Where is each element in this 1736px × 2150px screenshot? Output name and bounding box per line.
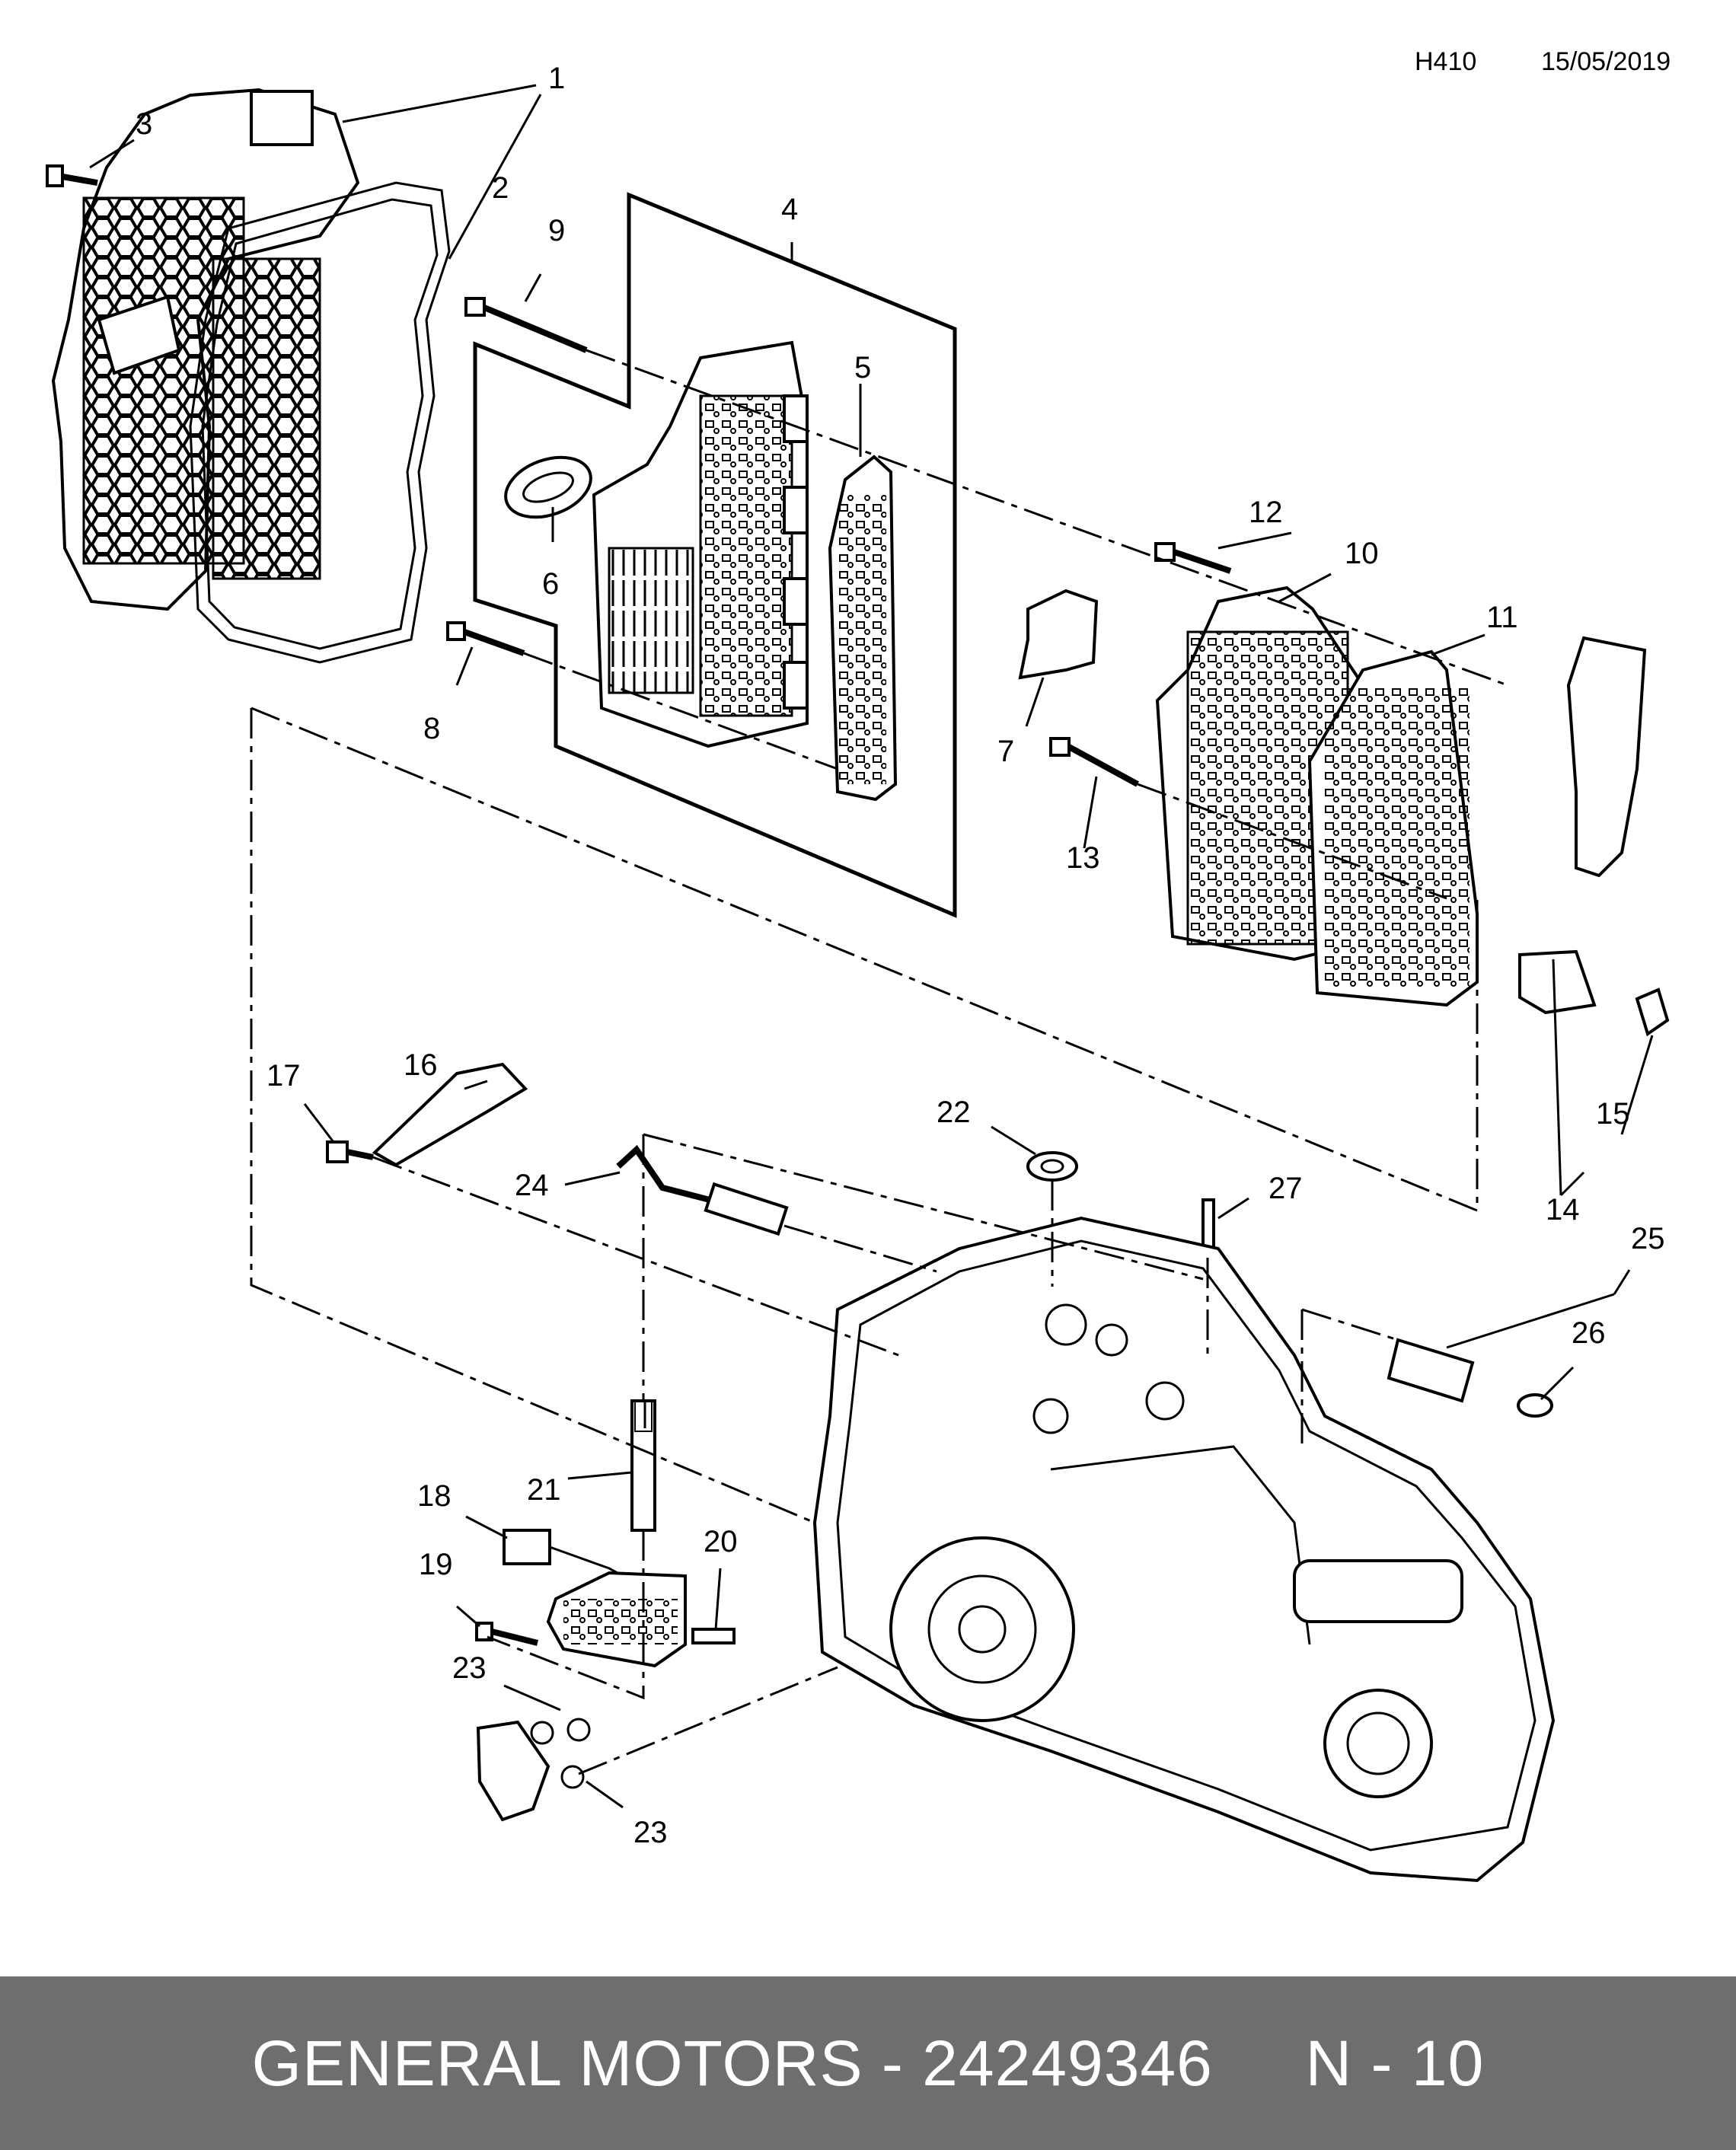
part-1-cover <box>51 88 360 611</box>
callout-26: 26 <box>1572 1316 1606 1350</box>
callout-24: 24 <box>515 1169 549 1202</box>
range-switch <box>546 1571 687 1668</box>
part-26-clip <box>1517 1393 1553 1418</box>
callout-3: 3 <box>136 107 152 141</box>
part-9-bolt <box>464 297 588 353</box>
callout-23-lower: 23 <box>633 1816 668 1849</box>
callout-23-upper: 23 <box>452 1651 487 1685</box>
callout-labels: 1 2 3 4 5 6 7 8 9 10 11 12 13 14 15 16 1… <box>136 62 1665 1849</box>
part-5-plate <box>828 455 898 802</box>
callout-11: 11 <box>1486 601 1518 634</box>
part-24-tube <box>616 1144 789 1236</box>
solenoid-valve-body <box>592 340 809 748</box>
transmission-case <box>812 1216 1556 1883</box>
part-16-lever <box>372 1062 528 1167</box>
part-2-gasket <box>189 181 451 664</box>
callout-21: 21 <box>527 1473 561 1507</box>
part-19-bolt <box>475 1622 538 1646</box>
part-21-shaft <box>630 1399 656 1532</box>
callout-13: 13 <box>1066 841 1100 875</box>
exploded-parts-diagram: H410 15/05/2019 <box>46 47 1671 1883</box>
callout-7: 7 <box>997 735 1014 768</box>
callout-14: 14 <box>1546 1193 1580 1227</box>
callout-2: 2 <box>492 171 509 205</box>
callout-8: 8 <box>423 712 440 745</box>
part-3-bolt <box>46 164 98 187</box>
callout-10: 10 <box>1345 537 1379 570</box>
callout-27: 27 <box>1268 1172 1303 1205</box>
part-8-bolt <box>446 621 525 656</box>
part-22-seal <box>1026 1151 1078 1182</box>
callout-4: 4 <box>781 193 798 226</box>
part-12-bolt <box>1154 542 1232 574</box>
footer-part-number: GENERAL MOTORS - 24249346 N - 10 <box>251 2027 1485 2099</box>
part-6-seal <box>504 455 592 519</box>
callout-16: 16 <box>404 1048 438 1082</box>
part-15-gasket <box>1635 987 1670 1037</box>
part-20-pin <box>691 1628 736 1644</box>
diagram-date: 15/05/2019 <box>1541 47 1671 76</box>
footer-banner: GENERAL MOTORS - 24249346 N - 10 <box>0 1976 1736 2150</box>
callout-22: 22 <box>937 1096 971 1129</box>
sensor-assembly <box>476 1718 591 1822</box>
callout-12: 12 <box>1249 496 1283 529</box>
part-11-plate <box>1307 649 1479 1007</box>
callout-19: 19 <box>419 1548 453 1581</box>
part-14-harness <box>1518 636 1647 1015</box>
callout-5: 5 <box>854 351 871 384</box>
callout-25: 25 <box>1631 1222 1665 1255</box>
part-25-solenoid <box>1387 1338 1475 1403</box>
callout-9: 9 <box>548 214 565 247</box>
kit-4-outline <box>473 192 957 918</box>
diagram-code: H410 <box>1415 47 1476 76</box>
alignment-lines <box>250 349 1508 1775</box>
callout-18: 18 <box>417 1479 452 1513</box>
leader-lines <box>89 84 1654 1809</box>
part-7-bracket <box>1018 589 1099 680</box>
callout-17: 17 <box>266 1059 301 1093</box>
callout-6: 6 <box>542 567 559 601</box>
part-13-bolt <box>1049 737 1139 787</box>
callout-15: 15 <box>1596 1097 1630 1131</box>
callout-20: 20 <box>704 1525 738 1558</box>
callout-1: 1 <box>548 62 565 95</box>
part-17-nut <box>326 1140 374 1163</box>
